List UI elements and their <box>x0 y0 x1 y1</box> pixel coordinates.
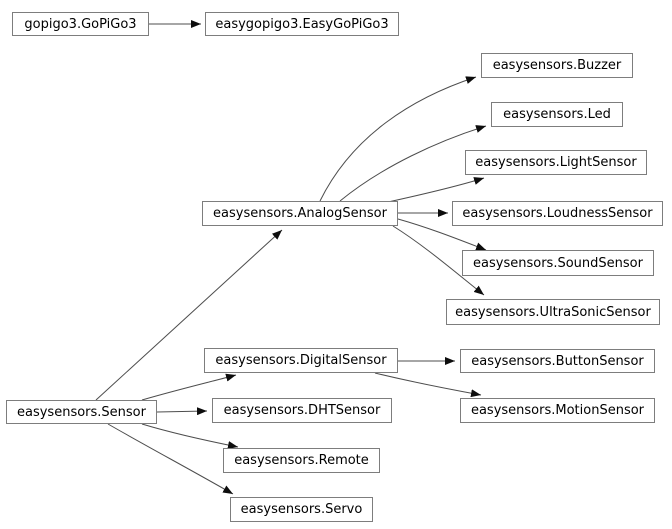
node-easysensors-dhtsensor[interactable]: easysensors.DHTSensor <box>212 398 392 423</box>
node-easysensors-led[interactable]: easysensors.Led <box>491 102 623 127</box>
edge-sensor-servo <box>107 423 234 495</box>
node-easysensors-motionsensor[interactable]: easysensors.MotionSensor <box>460 398 655 423</box>
edge-digitalsensor-motionsensor <box>374 372 482 398</box>
node-easysensors-sensor[interactable]: easysensors.Sensor <box>6 400 157 424</box>
node-easysensors-buzzer[interactable]: easysensors.Buzzer <box>481 53 633 78</box>
node-easysensors-lightsensor[interactable]: easysensors.LightSensor <box>465 150 647 175</box>
node-easysensors-remote[interactable]: easysensors.Remote <box>223 448 380 473</box>
edge-analogsensor-buzzer <box>319 76 477 202</box>
node-easysensors-loudnesssensor[interactable]: easysensors.LoudnessSensor <box>452 201 663 226</box>
edge-analogsensor-soundsensor <box>397 218 487 251</box>
node-gopigo3-gopigo3[interactable]: gopigo3.GoPiGo3 <box>12 12 149 36</box>
node-easysensors-servo[interactable]: easysensors.Servo <box>230 497 373 522</box>
edge-sensor-digitalsensor <box>141 373 237 401</box>
edge-sensor-dhtsensor <box>156 407 208 416</box>
edge-sensor-analogsensor <box>95 229 283 401</box>
node-easysensors-buttonsensor[interactable]: easysensors.ButtonSensor <box>460 349 655 373</box>
edge-sensor-remote <box>141 423 239 449</box>
node-easysensors-ultrasonicsensor[interactable]: easysensors.UltraSonicSensor <box>446 299 660 325</box>
edge-analogsensor-ultrasonicsensor <box>392 225 485 296</box>
node-easysensors-soundsensor[interactable]: easysensors.SoundSensor <box>462 250 654 276</box>
node-easygopigo3-easygopigo3[interactable]: easygopigo3.EasyGoPiGo3 <box>205 12 399 36</box>
edge-analogsensor-lightsensor <box>387 177 485 203</box>
node-easysensors-digitalsensor[interactable]: easysensors.DigitalSensor <box>204 348 398 373</box>
node-easysensors-analogsensor[interactable]: easysensors.AnalogSensor <box>202 201 398 226</box>
edge-analogsensor-led <box>339 125 487 202</box>
